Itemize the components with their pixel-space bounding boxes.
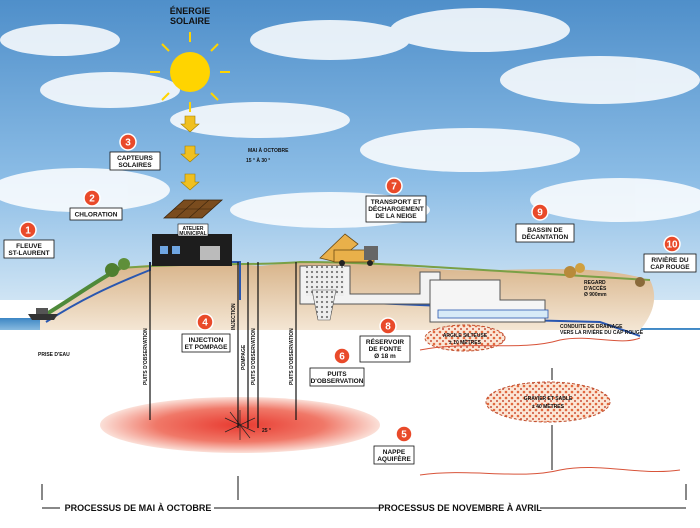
svg-text:DÉCHARGEMENT: DÉCHARGEMENT — [368, 204, 424, 213]
label-9: 9 BASSIN DE DÉCANTATION — [515, 203, 575, 243]
well-label-2: PUITS D'OBSERVATION — [251, 328, 257, 385]
svg-text:PUITS: PUITS — [327, 371, 347, 378]
sun-icon — [150, 32, 230, 112]
access-label-1: REGARD — [584, 280, 606, 286]
svg-text:TRANSPORT ET: TRANSPORT ET — [371, 199, 422, 206]
label-1: 1 FLEUVE ST-LAURENT — [3, 221, 55, 259]
drain-label-2: VERS LA RIVIÈRE DU CAP ROUGE — [560, 328, 644, 336]
snow-truck-icon — [319, 233, 378, 266]
svg-text:8: 8 — [385, 322, 391, 333]
solar-panels-icon — [162, 199, 224, 219]
svg-text:CAP ROUGE: CAP ROUGE — [650, 264, 690, 271]
building-label-1: ATELIER — [182, 226, 203, 232]
gravel-label-1: GRAVIER ET SABLE — [524, 396, 573, 402]
svg-text:6: 6 — [339, 352, 345, 363]
aquifer-temp: 25 ° — [262, 428, 271, 434]
label-4: 4 INJECTION ET POMPAGE — [181, 313, 231, 353]
trees — [105, 258, 645, 287]
label-5: 5 NAPPE AQUIFÈRE — [373, 425, 415, 465]
svg-text:7: 7 — [391, 182, 397, 193]
bedrock-line — [419, 466, 681, 476]
svg-text:RIVIÈRE DU: RIVIÈRE DU — [651, 255, 689, 264]
clouds — [0, 8, 700, 228]
well-label-3: PUITS D'OBSERVATION — [289, 328, 295, 385]
snow-reservoir — [299, 265, 441, 321]
svg-text:Ø 18 m: Ø 18 m — [374, 353, 396, 360]
access-label-3: Ø 900mm — [584, 292, 607, 298]
svg-text:BASSIN DE: BASSIN DE — [527, 227, 563, 234]
svg-text:DE LA NEIGE: DE LA NEIGE — [375, 213, 417, 220]
svg-text:FLEUVE: FLEUVE — [16, 243, 42, 250]
svg-text:RÉSERVOIR: RÉSERVOIR — [366, 337, 404, 346]
svg-text:3: 3 — [125, 138, 131, 149]
energy-arrows — [180, 115, 200, 191]
svg-text:10: 10 — [666, 240, 678, 251]
clay-lens — [424, 324, 506, 352]
intake-label: PRISE D'EAU — [38, 352, 70, 358]
label-10: 10 RIVIÈRE DU CAP ROUGE — [643, 235, 697, 273]
svg-text:CHLORATION: CHLORATION — [75, 212, 118, 219]
sun-title-2: SOLAIRE — [170, 16, 210, 26]
svg-text:CAPTEURS: CAPTEURS — [117, 155, 153, 162]
svg-text:DE FONTE: DE FONTE — [369, 346, 403, 353]
svg-text:4: 4 — [202, 318, 208, 329]
municipal-building: ATELIER MUNICIPAL — [152, 223, 232, 266]
svg-text:9: 9 — [537, 208, 543, 219]
aquifer-burst — [224, 410, 256, 440]
wells — [149, 262, 297, 428]
access-label-2: D'ACCÈS — [584, 284, 607, 292]
sun-title-1: ÉNERGIE — [170, 6, 211, 16]
svg-text:D'OBSERVATION: D'OBSERVATION — [311, 378, 364, 385]
well-label-injection: INJECTION — [231, 303, 237, 330]
label-8: 8 RÉSERVOIR DE FONTE Ø 18 m — [359, 317, 411, 363]
svg-text:1: 1 — [25, 226, 31, 237]
settling-basin — [429, 279, 549, 323]
clay-label-1: ARGILE SILTEUSE — [443, 333, 488, 339]
svg-text:DÉCANTATION: DÉCANTATION — [522, 232, 569, 241]
svg-text:ST-LAURENT: ST-LAURENT — [8, 250, 49, 257]
process-timeline — [41, 476, 687, 509]
svg-text:2: 2 — [89, 194, 95, 205]
label-6: 6 PUITS D'OBSERVATION — [309, 347, 365, 387]
svg-text:INJECTION: INJECTION — [189, 337, 224, 344]
well-label-pompage: POMPAGE — [241, 344, 247, 370]
gravel-label-2: ± 40 MÈTRES — [532, 402, 565, 410]
building-label-2: MUNICIPAL — [179, 231, 206, 237]
svg-text:5: 5 — [401, 430, 407, 441]
svg-text:AQUIFÈRE: AQUIFÈRE — [377, 454, 411, 463]
label-2: 2 CHLORATION — [69, 189, 123, 221]
svg-text:ET POMPAGE: ET POMPAGE — [185, 344, 229, 351]
drain-label-1: CONDUITE DE DRAINAGE — [560, 324, 623, 330]
label-7: 7 TRANSPORT ET DÉCHARGEMENT DE LA NEIGE — [365, 177, 427, 223]
process-left: PROCESSUS DE MAI À OCTOBRE — [65, 503, 212, 513]
season-label: MAI À OCTOBRE — [248, 147, 289, 154]
clay-boundary — [419, 337, 641, 351]
svg-text:NAPPE: NAPPE — [383, 449, 406, 456]
clay-label-2: ± 10 MÈTRES — [449, 338, 482, 346]
boat-icon — [28, 308, 58, 320]
season-temp: 15 ° À 30 ° — [246, 157, 270, 164]
svg-text:SOLAIRES: SOLAIRES — [118, 162, 152, 169]
gravel-lens — [485, 381, 611, 423]
process-right: PROCESSUS DE NOVEMBRE À AVRIL — [378, 503, 542, 513]
label-3: 3 CAPTEURS SOLAIRES — [109, 133, 161, 171]
well-label-1: PUITS D'OBSERVATION — [143, 328, 149, 385]
